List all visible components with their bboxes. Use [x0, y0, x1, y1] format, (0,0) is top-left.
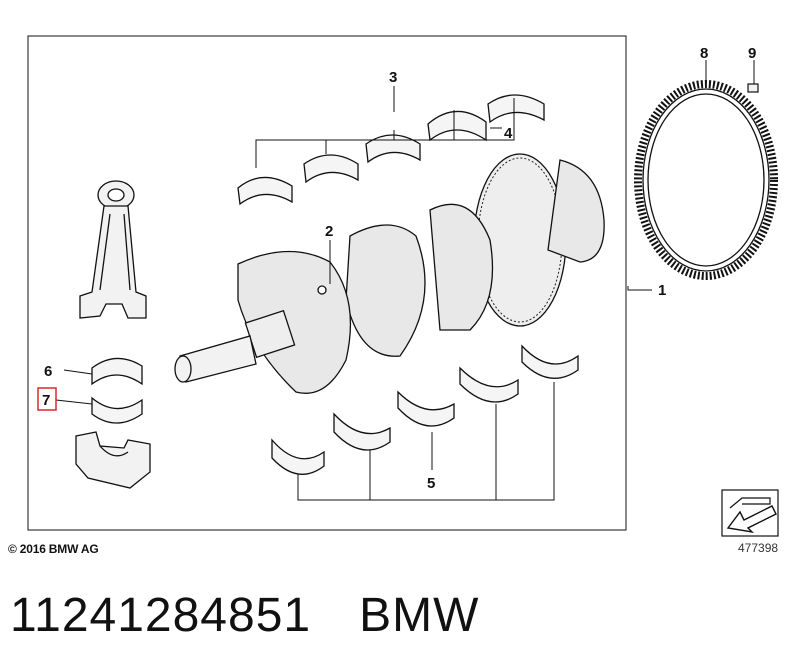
callout-2: 2 [325, 223, 333, 240]
callout-9: 9 [748, 45, 756, 62]
callout-5: 5 [427, 475, 435, 492]
callout-4: 4 [504, 125, 513, 142]
leader-lines [55, 60, 755, 501]
rod-bearing-shells [91, 357, 143, 424]
connecting-rod [79, 180, 147, 319]
callout-7-highlight-box [37, 387, 57, 411]
callout-3: 3 [389, 69, 397, 86]
callout-1: 1 [658, 282, 666, 299]
footer-caption: 11241284851 BMW [10, 588, 479, 643]
diagram-frame [27, 35, 627, 531]
diagram-id: 477398 [738, 541, 779, 555]
callout-6: 6 [44, 363, 52, 380]
next-page-arrow-icon[interactable] [721, 489, 779, 537]
part-number: 11241284851 [10, 589, 312, 642]
gear-ring [634, 80, 778, 280]
crankshaft [174, 153, 605, 394]
callout-7: 7 [42, 392, 50, 409]
bolt [747, 83, 759, 93]
callout-8: 8 [700, 45, 708, 62]
copyright-text: © 2016 BMW AG [8, 542, 99, 556]
brand-name: BMW [359, 589, 480, 642]
lower-main-bearings [271, 344, 579, 475]
upper-main-bearings [237, 94, 545, 206]
connecting-rod-cap [75, 431, 151, 489]
